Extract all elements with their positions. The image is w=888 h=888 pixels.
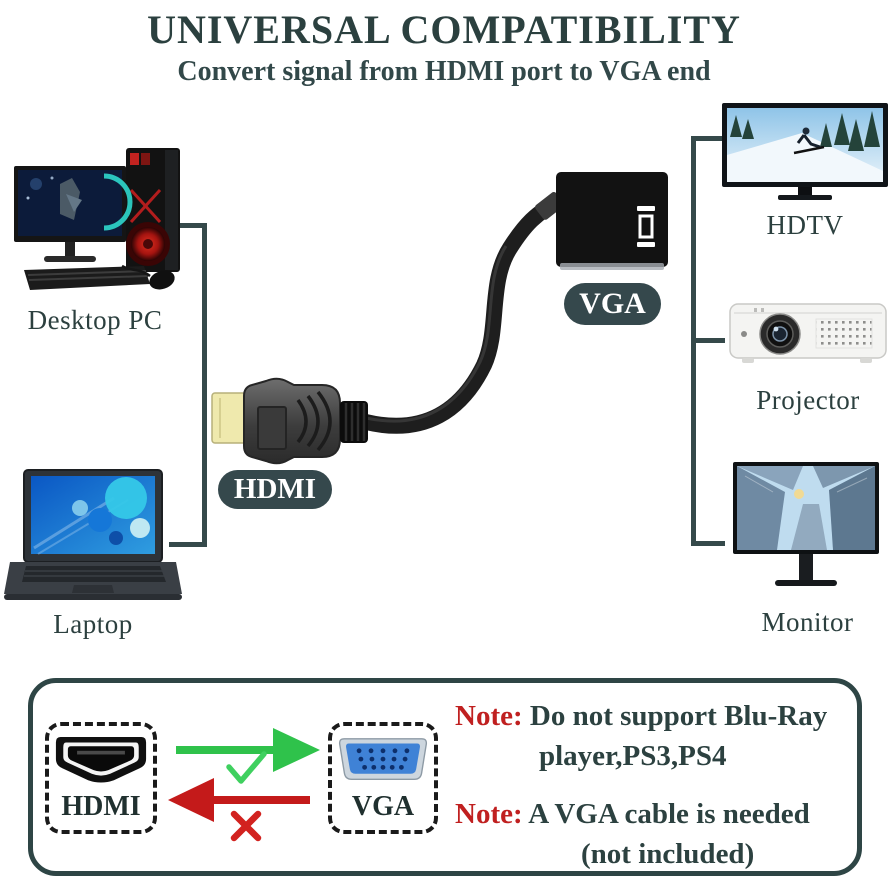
desktop-pc-image bbox=[13, 148, 180, 290]
vga-badge: VGA bbox=[564, 283, 661, 325]
page-title: UNIVERSAL COMPATIBILITY bbox=[147, 7, 741, 52]
desktop-pc-label: Desktop PC bbox=[27, 305, 163, 335]
hdtv-image bbox=[722, 103, 888, 200]
vga-connector-icon bbox=[338, 738, 428, 781]
left-bracket-top-stub bbox=[177, 223, 207, 228]
note-prefix: Note: bbox=[455, 798, 523, 830]
legend-box: HDMI VGA bbox=[28, 678, 862, 876]
monitor-image bbox=[732, 462, 879, 586]
desktop-pc-figure: Desktop PC bbox=[5, 138, 185, 336]
note-vga-cable: Note: A VGA cable is needed (not include… bbox=[455, 794, 855, 874]
check-icon bbox=[226, 751, 267, 784]
page-subtitle: Convert signal from HDMI port to VGA end bbox=[177, 56, 711, 87]
projector-label: Projector bbox=[756, 385, 860, 415]
laptop-label: Laptop bbox=[53, 609, 133, 639]
hdtv-label: HDTV bbox=[766, 210, 844, 240]
monitor-figure: Monitor bbox=[730, 462, 885, 638]
projector-figure: Projector bbox=[728, 298, 888, 416]
vga-legend-square: VGA bbox=[328, 722, 438, 834]
vga-legend-label: VGA bbox=[351, 791, 415, 822]
hdtv-figure: HDTV bbox=[722, 103, 888, 241]
vga-port-icon bbox=[637, 206, 655, 247]
right-bracket-bottom-stub bbox=[691, 541, 725, 546]
note-blu-ray: Note: Do not support Blu-Ray player,PS3,… bbox=[455, 696, 855, 776]
hdmi-badge: HDMI bbox=[218, 470, 332, 509]
note-text-line1: A VGA cable is needed bbox=[528, 798, 810, 830]
note-text-line1: Do not support Blu-Ray bbox=[529, 700, 828, 732]
hdmi-port-icon bbox=[55, 737, 147, 783]
hdmi-legend-label: HDMI bbox=[61, 791, 141, 822]
right-bracket-middle-stub bbox=[691, 338, 725, 343]
hdmi-to-vga-adapter-image bbox=[211, 172, 668, 465]
x-icon bbox=[230, 810, 262, 842]
laptop-image bbox=[4, 469, 182, 600]
right-bracket-top-stub bbox=[691, 136, 723, 141]
monitor-label: Monitor bbox=[761, 607, 854, 637]
note-text-line2: (not included) bbox=[581, 838, 755, 870]
note-text-line2: player,PS3,PS4 bbox=[539, 740, 727, 772]
note-prefix: Note: bbox=[455, 700, 523, 732]
projector-image bbox=[729, 303, 887, 363]
laptop-figure: Laptop bbox=[3, 468, 183, 640]
vga-to-hdmi-arrow-icon bbox=[168, 778, 310, 822]
left-bracket-bottom-stub bbox=[169, 542, 207, 547]
hdmi-to-vga-arrow-icon bbox=[176, 728, 320, 772]
left-bracket-vertical-line bbox=[202, 223, 207, 547]
hdmi-legend-square: HDMI bbox=[45, 722, 157, 834]
